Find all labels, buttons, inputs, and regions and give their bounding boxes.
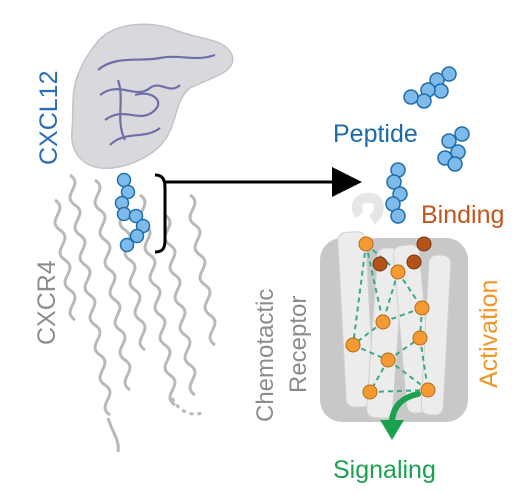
structure-peptide-beads [114,172,151,253]
cxcr4-helices [53,173,217,453]
binding-label: Binding [421,201,505,229]
receptor-label-line2: Receptor [285,295,312,393]
peptide-label: Peptide [333,120,418,148]
signaling-label: Signaling [333,456,436,484]
cxcl12-ribbon [97,53,216,146]
signaling-arrowhead [380,420,404,440]
binding-nodes [372,236,432,272]
cxcr4-label: CXCR4 [33,260,61,345]
receptor-loop [351,192,384,225]
binding-bracket [154,173,167,254]
activation-nodes [345,236,436,400]
free-peptide-beads [385,66,470,224]
receptor-cartoon [320,192,468,440]
receptor-label-line1: Chemotactic [252,288,279,422]
cxcl12-label: CXCL12 [35,70,63,166]
activation-label: Activation [475,279,503,388]
